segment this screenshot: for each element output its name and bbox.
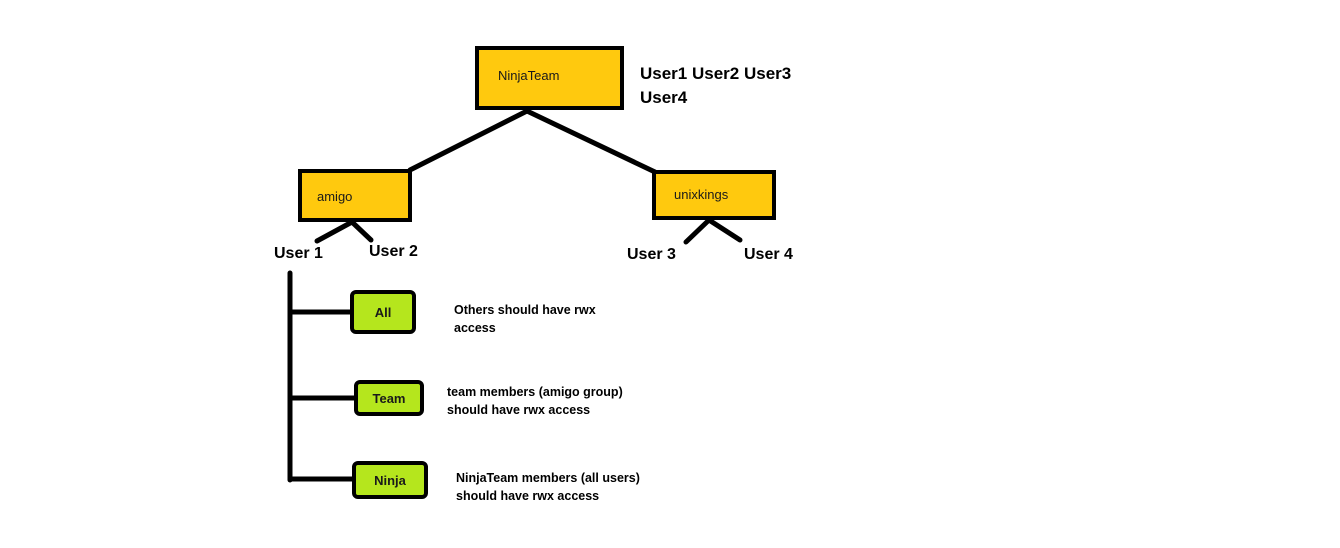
group-ninjateam-label: NinjaTeam [498, 68, 560, 83]
perm-ninja-label: Ninja [374, 472, 406, 488]
group-unixkings: unixkings [652, 170, 776, 220]
edge-unixkings-user3 [683, 217, 712, 245]
edge-amigo-user1 [314, 219, 355, 244]
perm-ninja-desc: NinjaTeam members (all users) should hav… [456, 471, 640, 503]
edge-amigo-user2 [349, 219, 374, 243]
group-unixkings-label: unixkings [674, 187, 729, 202]
user-2: User 2 [369, 243, 418, 260]
group-ninjateam: NinjaTeam [475, 46, 624, 110]
ninjateam-members: User1 User2 User3 User4 [640, 64, 792, 107]
group-amigo-label: amigo [317, 189, 353, 204]
perm-all-desc: Others should have rwx access [454, 303, 596, 335]
user-1: User 1 [274, 245, 323, 262]
group-amigo: amigo [298, 169, 412, 222]
user-4: User 4 [744, 246, 793, 263]
edge-ninjateam-amigo [407, 108, 530, 173]
perm-team-label: Team [372, 390, 406, 406]
edge-unixkings-user4 [706, 217, 743, 243]
perm-team-desc: team members (amigo group) should have r… [447, 385, 623, 417]
perm-all: All [350, 290, 416, 334]
edge-ninjateam-unixkings [524, 108, 658, 175]
perm-ninja: Ninja [352, 461, 428, 499]
perm-team: Team [354, 380, 424, 416]
perm-all-label: All [374, 304, 392, 320]
user-3: User 3 [627, 246, 676, 263]
